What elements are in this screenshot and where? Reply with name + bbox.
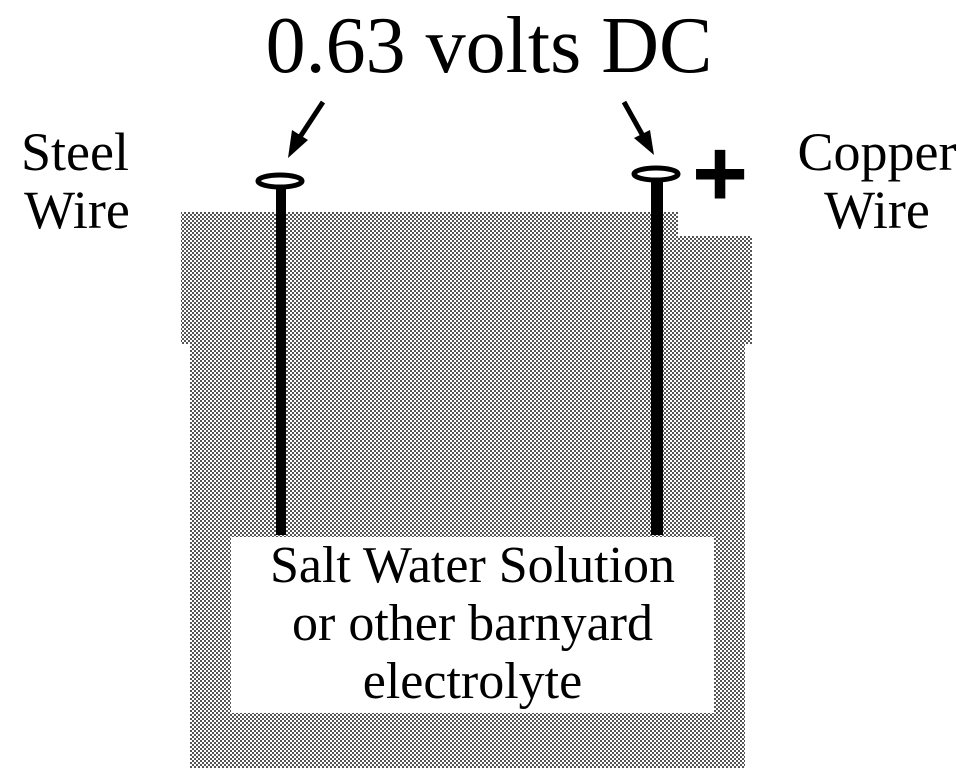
right-arrow <box>621 100 654 155</box>
electrolyte-line3: electrolyte <box>362 653 583 710</box>
container-lid <box>181 212 752 344</box>
left-arrow <box>288 100 326 158</box>
steel-wire <box>276 185 286 535</box>
electrolyte-label: Salt Water Solution or other barnyard el… <box>231 537 714 713</box>
positive-terminal-sign: + <box>692 120 748 227</box>
copper-wire-terminal <box>631 165 681 183</box>
steel-label-line2: Wire <box>24 180 130 240</box>
steel-wire-terminal <box>255 172 305 190</box>
copper-label-line1: Copper <box>798 122 957 182</box>
steel-label-line1: Steel <box>21 122 129 182</box>
copper-label-line2: Wire <box>824 180 930 240</box>
copper-wire <box>651 178 663 535</box>
voltage-label: 0.63 volts DC <box>266 2 713 90</box>
electrolyte-line2: or other barnyard <box>292 595 653 652</box>
electrolyte-line1: Salt Water Solution <box>269 537 676 594</box>
